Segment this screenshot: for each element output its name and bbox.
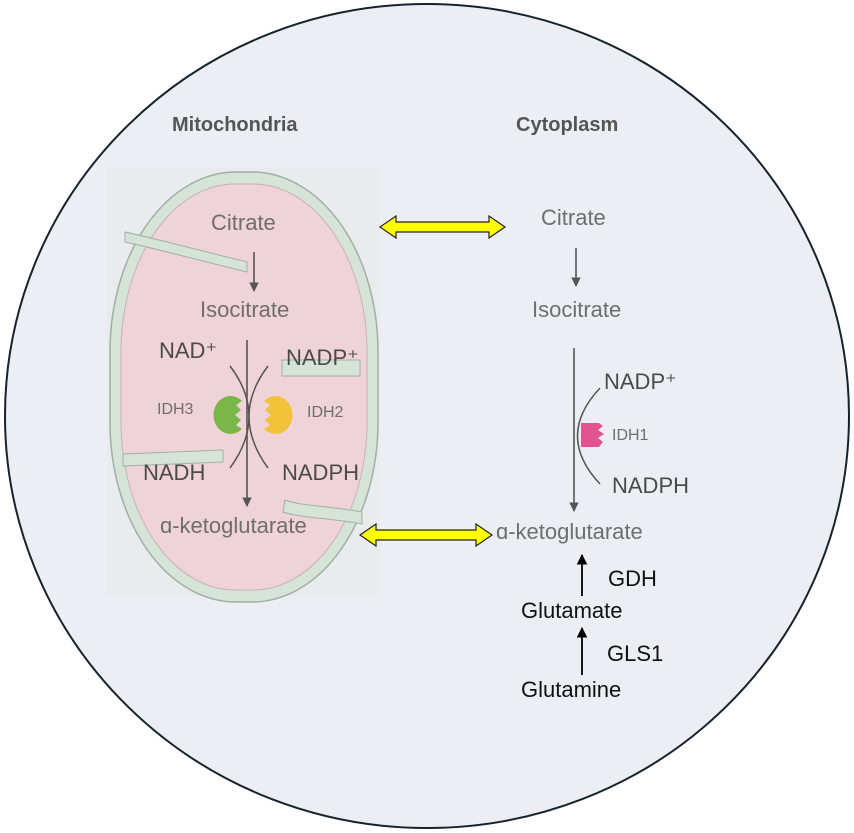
mito-citrate-label: Citrate — [211, 210, 276, 235]
cyto-isocitrate-label: Isocitrate — [532, 297, 622, 322]
mitochondrion — [107, 168, 380, 603]
cyto-nadp-label: NADP⁺ — [604, 369, 677, 394]
mitochondria-header: Mitochondria — [172, 114, 298, 136]
mito-isocitrate-label: Isocitrate — [200, 297, 290, 322]
cytoplasm-header: Cytoplasm — [516, 114, 619, 136]
cyto-akg-label: ɑ-ketoglutarate — [496, 519, 643, 544]
gls1-label: GLS1 — [607, 641, 664, 666]
idh1-enzyme-icon — [581, 423, 604, 447]
idh2-enzyme-icon — [264, 396, 293, 434]
idh3-enzyme-icon — [213, 396, 242, 434]
citrate-exchange-arrow — [378, 214, 507, 240]
cyto-nadph-label: NADPH — [612, 473, 690, 498]
glutamate-label: Glutamate — [521, 598, 623, 623]
mito-nadh-label: NADH — [143, 460, 206, 485]
idh1-label: IDH1 — [612, 427, 649, 444]
mito-nadph-label: NADPH — [282, 460, 360, 485]
mito-nadp-label: NADP⁺ — [286, 345, 359, 370]
glutamine-label: Glutamine — [521, 677, 622, 702]
mito-cofactor-arc-right — [248, 365, 269, 469]
cyto-citrate-label: Citrate — [541, 205, 606, 230]
akg-exchange-arrow — [358, 522, 494, 548]
idh2-label: IDH2 — [307, 404, 344, 421]
cyto-cofactor-arc — [576, 387, 601, 485]
idh3-label: IDH3 — [157, 401, 194, 418]
mito-akg-label: ɑ-ketoglutarate — [160, 513, 307, 538]
mito-nad-label: NAD⁺ — [159, 338, 218, 363]
gdh-label: GDH — [608, 566, 657, 591]
